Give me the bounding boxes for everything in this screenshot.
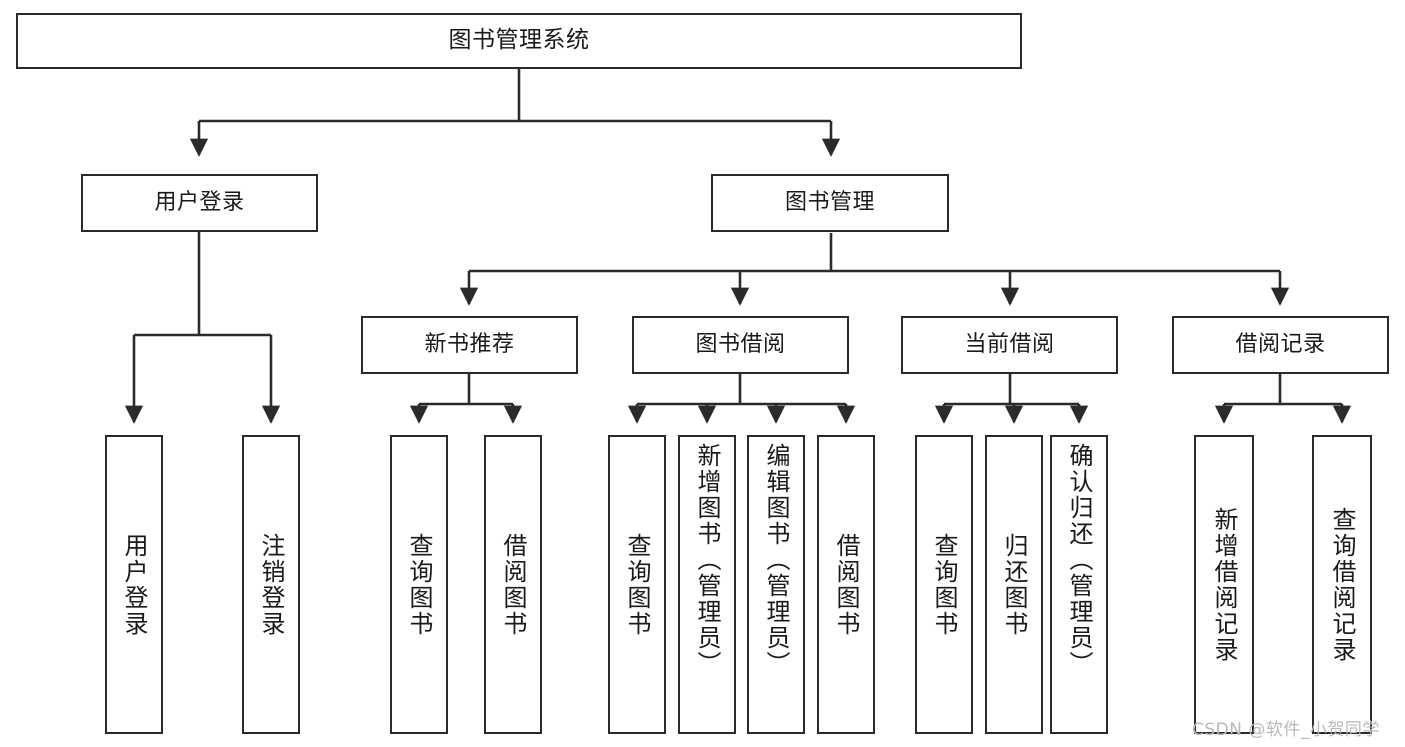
node-book-borrow[interactable]: 图书借阅: [632, 316, 849, 374]
node-label: 新增图书（管理员）: [693, 443, 721, 677]
node-label: 编辑图书（管理员）: [762, 443, 790, 677]
node-label: 图书管理: [784, 189, 875, 215]
node-new-book-recommend[interactable]: 新书推荐: [361, 316, 578, 374]
node-label: 注销登录: [257, 532, 285, 637]
node-label: 查询图书: [930, 532, 958, 637]
node-label: 查询图书: [623, 532, 651, 637]
node-leaf-edit-book-admin[interactable]: 编辑图书（管理员）: [747, 435, 805, 734]
node-label: 新增借阅记录: [1210, 506, 1238, 663]
node-leaf-query-borrow-record[interactable]: 查询借阅记录: [1312, 435, 1372, 734]
node-label: 新书推荐: [424, 331, 515, 357]
node-leaf-add-borrow-record[interactable]: 新增借阅记录: [1194, 435, 1254, 734]
node-label: 归还图书: [1000, 532, 1028, 637]
node-label: 用户登录: [154, 189, 245, 215]
node-leaf-return-book[interactable]: 归还图书: [985, 435, 1043, 734]
node-book-manage[interactable]: 图书管理: [711, 174, 949, 232]
node-borrow-record[interactable]: 借阅记录: [1172, 316, 1389, 374]
node-label: 图书管理系统: [448, 27, 590, 54]
node-label: 查询图书: [405, 532, 433, 637]
node-label: 查询借阅记录: [1328, 506, 1356, 663]
node-leaf-borrow-book-2[interactable]: 借阅图书: [817, 435, 875, 734]
node-user-login[interactable]: 用户登录: [81, 174, 318, 232]
node-label: 借阅记录: [1235, 331, 1326, 357]
node-label: 用户登录: [120, 532, 148, 637]
node-leaf-query-book-2[interactable]: 查询图书: [608, 435, 666, 734]
node-leaf-query-book-3[interactable]: 查询图书: [915, 435, 973, 734]
node-label: 确认归还（管理员）: [1065, 443, 1093, 677]
node-leaf-add-book-admin[interactable]: 新增图书（管理员）: [678, 435, 736, 734]
node-leaf-user-login[interactable]: 用户登录: [105, 435, 163, 734]
node-root-book-management-system[interactable]: 图书管理系统: [16, 13, 1022, 69]
node-label: 图书借阅: [695, 331, 786, 357]
node-current-borrow[interactable]: 当前借阅: [901, 316, 1118, 374]
csdn-watermark: CSDN @软件_小贺同学: [1192, 720, 1380, 740]
node-leaf-confirm-return-admin[interactable]: 确认归还（管理员）: [1050, 435, 1108, 734]
node-leaf-borrow-book-1[interactable]: 借阅图书: [484, 435, 542, 734]
node-label: 借阅图书: [832, 532, 860, 637]
node-label: 借阅图书: [499, 532, 527, 637]
node-leaf-query-book-1[interactable]: 查询图书: [390, 435, 448, 734]
node-label: 当前借阅: [964, 331, 1055, 357]
node-leaf-logout-login[interactable]: 注销登录: [242, 435, 300, 734]
